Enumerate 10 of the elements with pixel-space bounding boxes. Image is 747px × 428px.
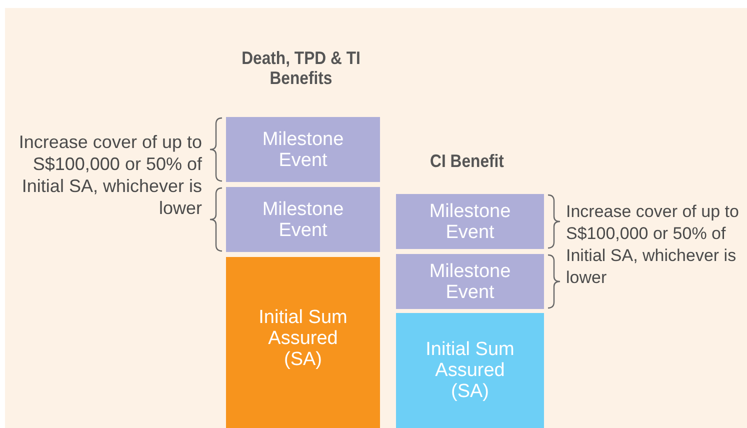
note-text: Increase cover of up to S$100,000 or 50% of Initial SA, whichever is lower [18, 131, 202, 219]
milestone-box: Milestone Event [396, 194, 544, 249]
note-text: Increase cover of up to S$100,000 or 50% of Initial SA, whichever is lower [566, 201, 740, 289]
milestone-box: Milestone Event [226, 117, 380, 182]
sum-assured-bar: Initial Sum Assured (SA) [396, 313, 544, 428]
milestone-box: Milestone Event [396, 254, 544, 309]
sum-assured-bar: Initial Sum Assured (SA) [226, 257, 380, 428]
column-heading: Death, TPD & TI Benefits [240, 48, 362, 88]
column-heading: CI Benefit [429, 151, 505, 171]
milestone-box: Milestone Event [226, 187, 380, 252]
